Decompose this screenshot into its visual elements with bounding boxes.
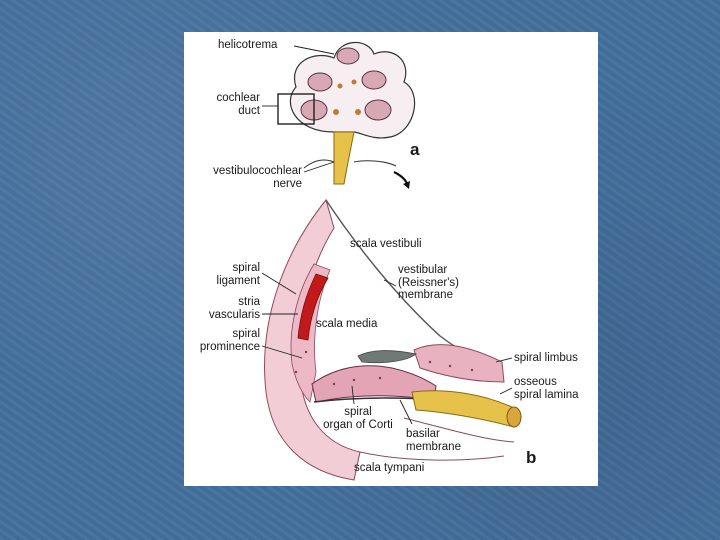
scala-tympani-label: scala tympani xyxy=(354,462,425,474)
panel-b-label: b xyxy=(526,448,537,467)
cochlear-duct-box xyxy=(277,93,315,125)
spiral-ligament xyxy=(290,263,331,403)
stria-vascularis xyxy=(297,273,329,341)
vestibular-membrane-label: vestibular (Reissner's) membrane xyxy=(398,264,459,301)
scala-vestibuli-label: scala vestibuli xyxy=(350,238,422,250)
organ-of-corti xyxy=(311,365,437,403)
panel-a-label: a xyxy=(410,140,420,159)
diagram-panel: helicotrema cochlear duct vestibulocochl… xyxy=(184,32,598,486)
basilar-membrane-label: basilar membrane xyxy=(406,428,461,453)
tectorial-membrane xyxy=(357,350,417,364)
spiral-limbus-label: spiral limbus xyxy=(514,352,578,364)
spiral-ligament-label: spiral ligament xyxy=(216,262,260,287)
osseous-spiral-lamina-label: osseous spiral lamina xyxy=(514,376,579,401)
cochlear-turn xyxy=(336,47,360,65)
cochlea-cross-section xyxy=(277,41,416,185)
scala-media-label: scala media xyxy=(316,318,378,330)
cochlear-duct-enlarged xyxy=(264,198,522,481)
vestibulocochlear-nerve xyxy=(333,131,355,185)
cochlea-diagram xyxy=(261,41,522,481)
cochlear-turn xyxy=(307,72,333,92)
osseous-spiral-lamina xyxy=(411,390,515,427)
cochlear-turn xyxy=(361,70,387,90)
stria-vascularis-label: stria vascularis xyxy=(208,296,260,321)
spiral-limbus xyxy=(413,344,505,383)
spiral-prominence-label: spiral prominence xyxy=(199,328,260,353)
cochlear-duct-label: cochlear duct xyxy=(216,92,260,117)
organ-of-corti-label: spiral organ of Corti xyxy=(323,406,393,431)
cochlear-turn xyxy=(364,99,392,121)
nerve-label: vestibulocochlear nerve xyxy=(213,165,302,190)
helicotrema-label: helicotrema xyxy=(218,39,278,51)
